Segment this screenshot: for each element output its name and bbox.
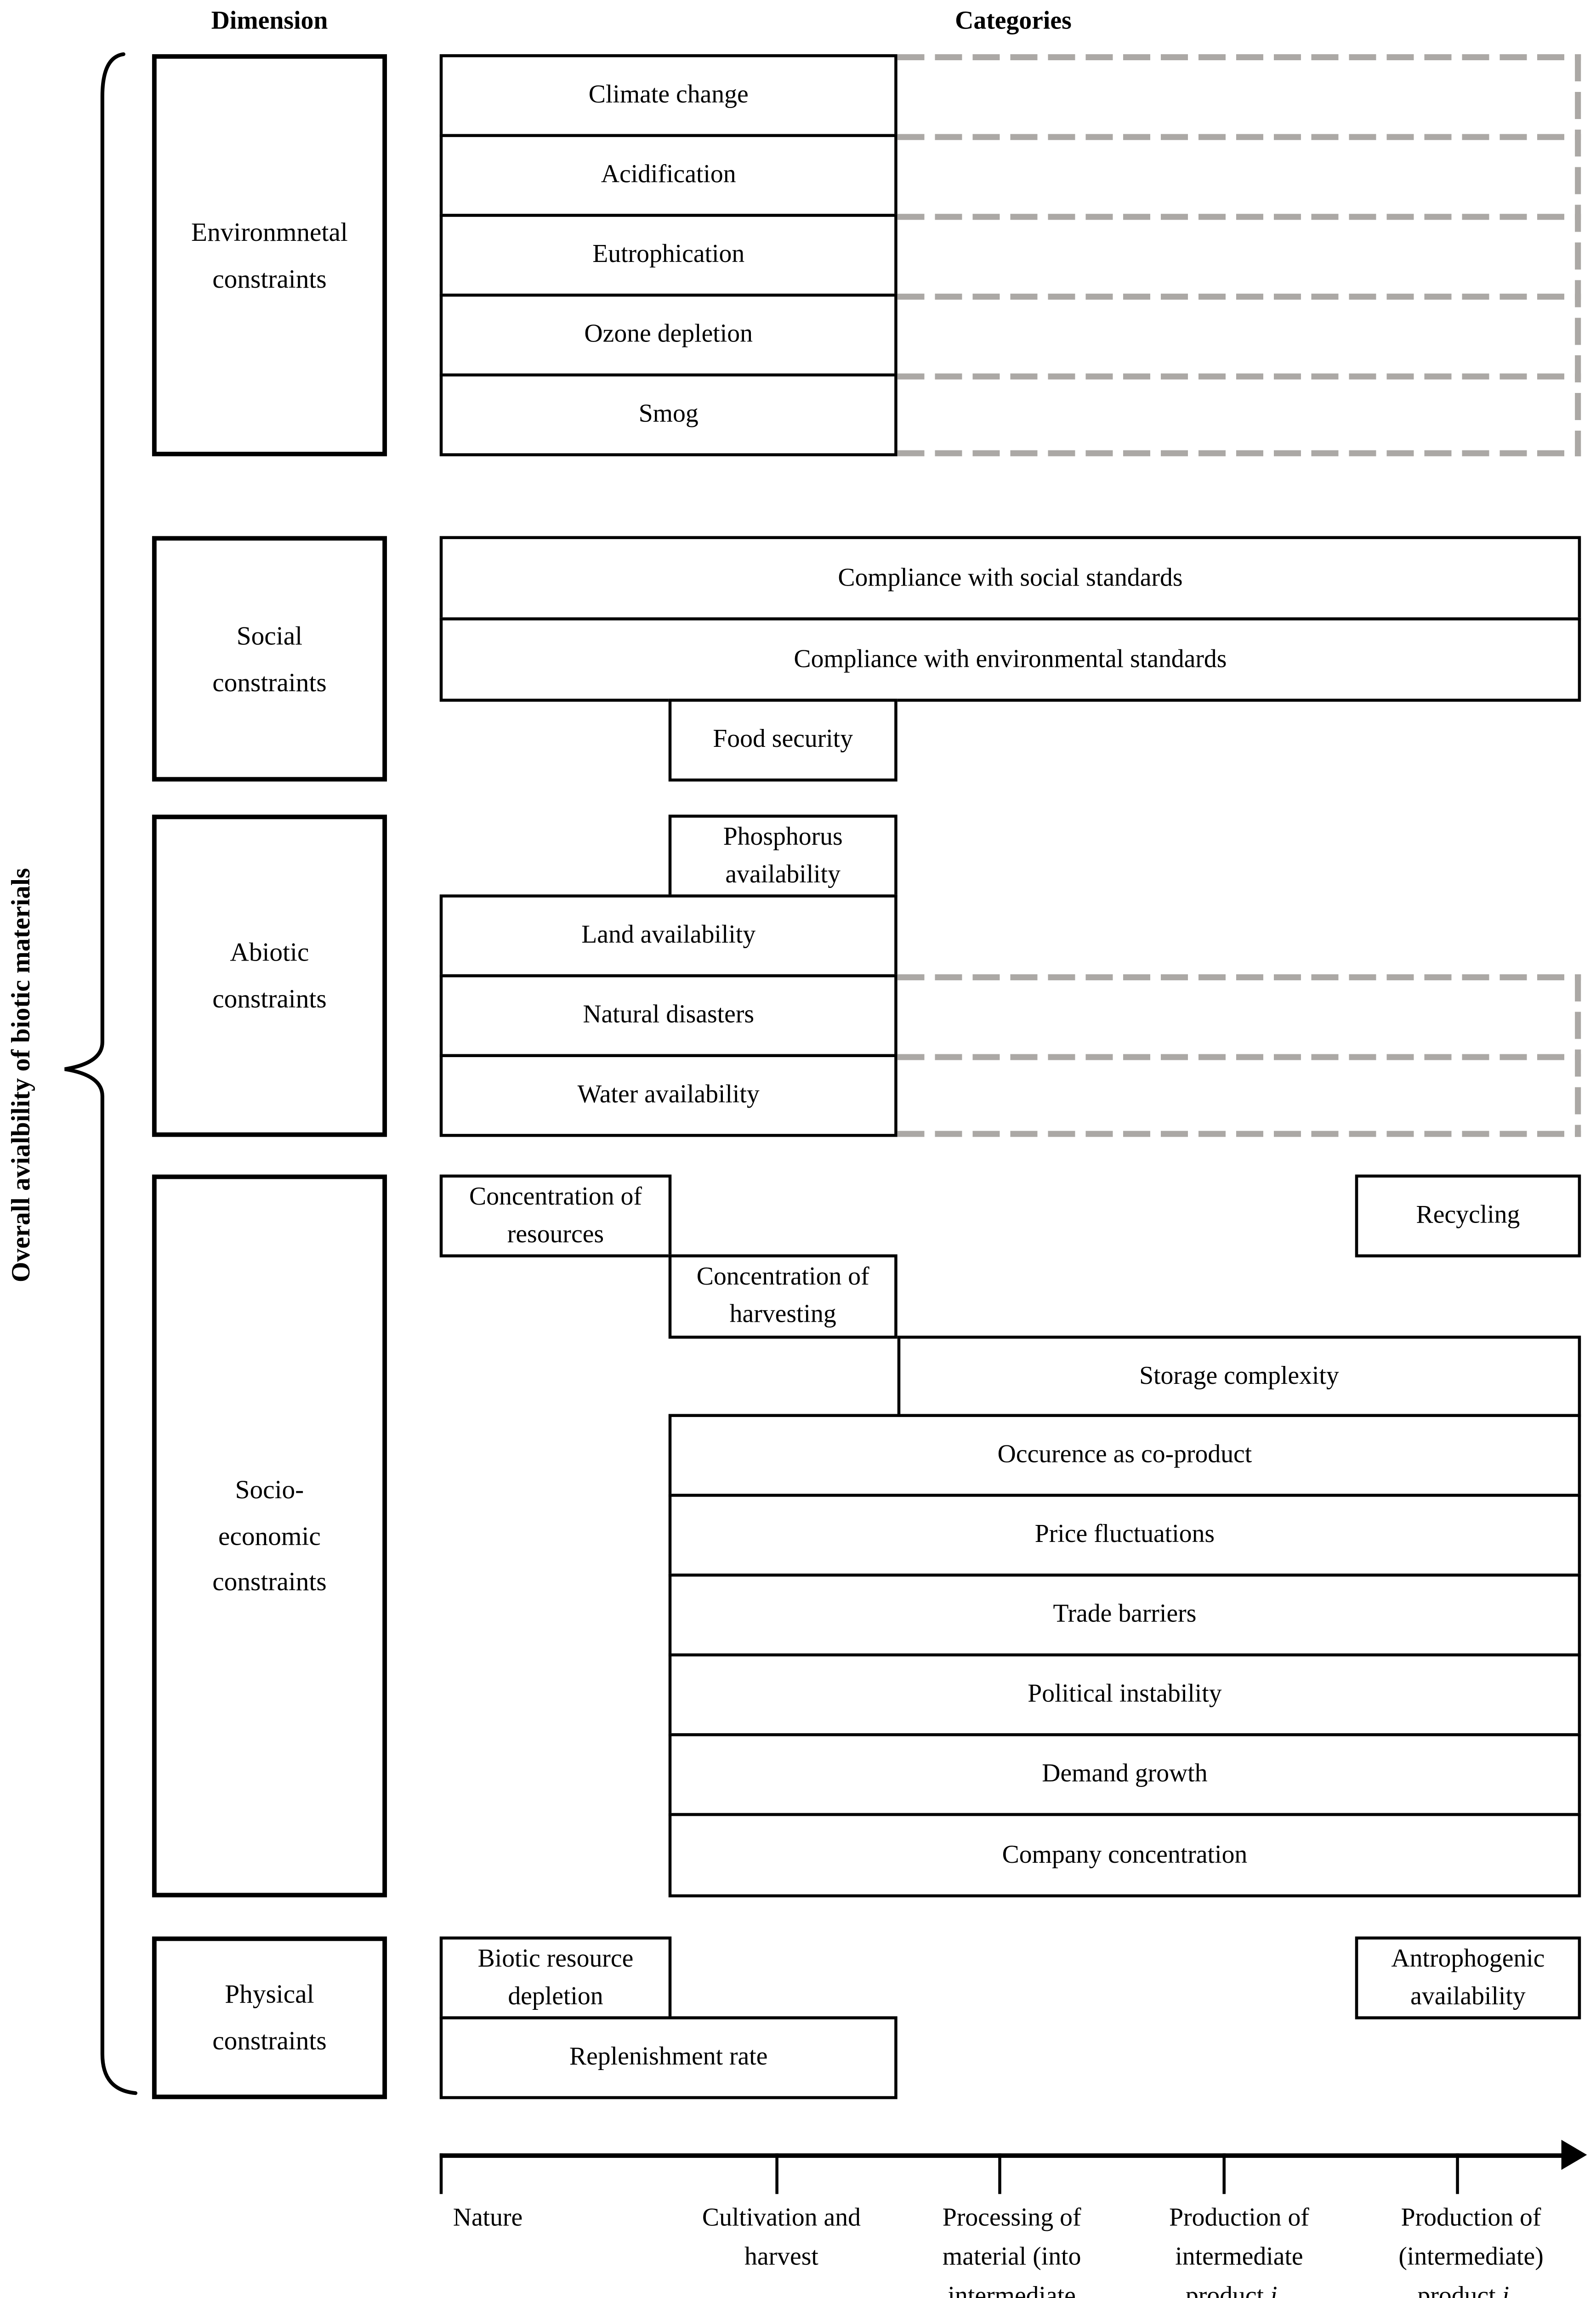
axis-tick — [1222, 2153, 1226, 2194]
dashed-extension-line — [897, 214, 1581, 220]
dashed-extension-edge — [1575, 974, 1581, 1137]
axis-tick — [775, 2153, 778, 2194]
category-box-smog: Smog — [439, 373, 897, 456]
category-box-acidification: Acidification — [439, 134, 897, 217]
category-box-ozone-depletion: Ozone depletion — [439, 293, 897, 377]
category-box-political-instability: Political instability — [668, 1653, 1581, 1736]
category-box-land-availability: Land availability — [439, 894, 897, 978]
category-box-water-availability: Water availability — [439, 1054, 897, 1137]
category-box-company-concentration: Company concentration — [668, 1813, 1581, 1898]
category-box-climate-change: Climate change — [439, 54, 897, 137]
category-box-compliance-environmental-standards: Compliance with environmental standards — [439, 617, 1581, 702]
category-box-recycling: Recycling — [1355, 1174, 1581, 1257]
category-box-occurence-as-co-product: Occurence as co-product — [668, 1414, 1581, 1497]
axis-tick — [998, 2153, 1001, 2194]
category-box-demand-growth: Demand growth — [668, 1733, 1581, 1816]
dashed-extension-line — [897, 1054, 1581, 1060]
category-box-compliance-social-standards: Compliance with social standards — [439, 536, 1581, 620]
dashed-extension-line — [897, 373, 1581, 380]
overall-availability-side-label: Overall avialbility of biotic materials — [5, 868, 35, 1283]
dimension-column-header: Dimension — [211, 6, 328, 35]
category-box-concentration-of-resources: Concentration of resources — [439, 1174, 672, 1257]
category-box-food-security: Food security — [668, 699, 897, 782]
category-box-antrophogenic-availability: Antrophogenic availability — [1355, 1936, 1581, 2019]
supply-chain-axis-line — [439, 2153, 1566, 2158]
dashed-extension-line — [897, 1131, 1581, 1137]
dashed-extension-line — [897, 293, 1581, 300]
category-box-replenishment-rate: Replenishment rate — [439, 2016, 897, 2099]
categories-column-header: Categories — [955, 6, 1072, 35]
category-box-biotic-resource-depletion: Biotic resource depletion — [439, 1936, 672, 2019]
axis-tick — [439, 2153, 443, 2194]
category-box-storage-complexity: Storage complexity — [897, 1336, 1581, 1417]
category-box-eutrophication: Eutrophication — [439, 214, 897, 297]
dashed-extension-line — [897, 134, 1581, 140]
axis-stage-label-nature: Nature — [453, 2203, 523, 2232]
axis-arrow-icon — [1561, 2139, 1587, 2170]
category-box-natural-disasters: Natural disasters — [439, 974, 897, 1058]
dashed-extension-line — [897, 974, 1581, 980]
axis-stage-label-production-intermediate-in: Production of(intermediate)product i n — [1398, 2203, 1544, 2298]
category-box-phosphorus-availability: Phosphorus availability — [668, 814, 897, 898]
left-curly-brace — [64, 52, 137, 2095]
category-box-concentration-of-harvesting: Concentration of harvesting — [668, 1254, 897, 1339]
axis-tick — [1456, 2153, 1459, 2194]
category-box-price-fluctuations: Price fluctuations — [668, 1494, 1581, 1577]
dashed-extension-edge — [1575, 54, 1581, 456]
category-box-trade-barriers: Trade barriers — [668, 1573, 1581, 1657]
dashed-extension-line — [897, 450, 1581, 456]
dashed-extension-line — [897, 54, 1581, 61]
